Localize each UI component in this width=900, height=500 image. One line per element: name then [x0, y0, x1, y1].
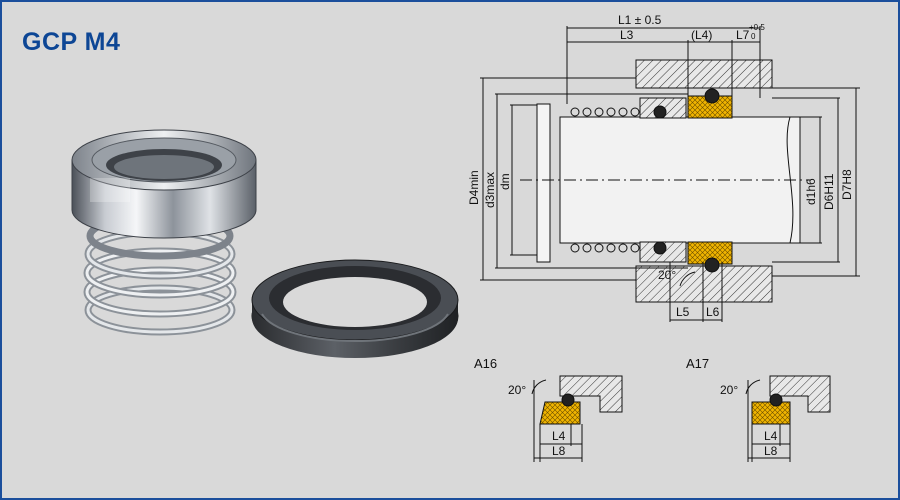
dim-d3: d3max: [483, 172, 497, 208]
seal-head-ring: [71, 129, 257, 239]
detail-a16-l4: L4: [552, 429, 566, 443]
dim-l3: L3: [620, 28, 634, 42]
dim-d1: d1h6: [804, 178, 818, 205]
dim-d4: D4min: [467, 170, 481, 205]
dim-dm: dm: [498, 173, 512, 190]
detail-a17-title: A17: [686, 356, 709, 371]
dim-l7-tol-upper: +0.5: [749, 23, 765, 32]
detail-a17-l4: L4: [764, 429, 778, 443]
product-title: GCP M4: [22, 28, 121, 56]
dim-l7: L7: [736, 28, 750, 42]
dim-d7: D7H8: [840, 169, 854, 200]
detail-a16: A16 20° L4 L8: [474, 356, 623, 462]
main-section-drawing: [480, 26, 860, 322]
detail-a16-title: A16: [474, 356, 497, 371]
dim-l5: L5: [676, 305, 690, 319]
detail-a16-l8: L8: [552, 444, 566, 458]
seal-stationary-seat: [251, 259, 459, 358]
drawing-spring-bottom: [570, 243, 640, 253]
drawing-spring-top: [570, 107, 640, 117]
detail-a17: A17 20° L4 L8: [686, 356, 831, 462]
dim-l4: (L4): [691, 28, 712, 42]
detail-a16-angle: 20°: [508, 383, 526, 397]
detail-a17-l8: L8: [764, 444, 778, 458]
seal-spring: [83, 212, 237, 336]
dim-angle: 20°: [658, 268, 676, 282]
detail-a17-angle: 20°: [720, 383, 738, 397]
dim-d6: D6H11: [822, 173, 836, 210]
dim-l6: L6: [706, 305, 720, 319]
seal-rotating-unit: [71, 129, 257, 336]
dim-l7-tol-lower: 0: [751, 32, 756, 41]
dim-l1: L1 ± 0.5: [618, 13, 662, 27]
